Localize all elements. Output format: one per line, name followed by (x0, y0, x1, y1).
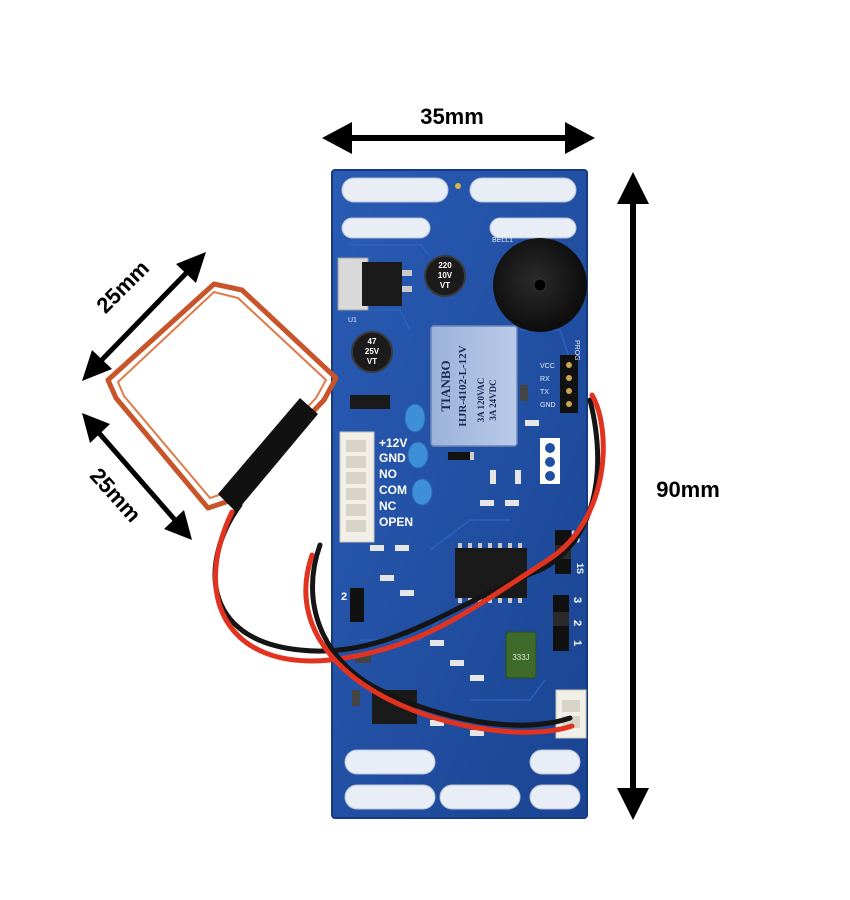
height-dimension: 90mm (617, 172, 720, 820)
jumper-mode: 3 2 1 (553, 595, 583, 651)
height-label: 90mm (656, 477, 720, 502)
svg-text:1S: 1S (575, 563, 585, 574)
terminal-label: NC (379, 499, 397, 513)
svg-text:TIANBO: TIANBO (438, 360, 453, 411)
coil-side-label: 25mm (85, 463, 146, 527)
terminal-connector (339, 431, 375, 543)
capacitor-47uf: 47 25V VT (351, 331, 393, 373)
voltage-regulator: U1 (337, 257, 412, 324)
width-label: 35mm (420, 104, 484, 129)
svg-text:25V: 25V (365, 347, 380, 356)
terminal-label: NO (379, 467, 397, 481)
jumper-left: 2 (341, 588, 364, 622)
blue-capacitors (404, 403, 433, 506)
svg-text:10V: 10V (438, 271, 453, 280)
terminal-label: OPEN (379, 515, 413, 529)
mounting-slots (341, 177, 581, 810)
coil-antenna (105, 281, 339, 512)
led-block (540, 438, 560, 484)
svg-text:2: 2 (571, 620, 583, 626)
svg-text:VT: VT (440, 281, 450, 290)
buzzer: BELL1 (492, 237, 587, 332)
coil-top-label: 25mm (91, 255, 154, 318)
prog-header: VCC RX TX GND PROG (540, 340, 580, 413)
svg-text:1: 1 (571, 640, 583, 646)
capacitor-220uf: 220 10V VT (424, 255, 466, 297)
svg-text:HJR-4102-L-12V: HJR-4102-L-12V (457, 345, 469, 426)
terminal-labels: +12V GND NO COM NC OPEN (379, 436, 413, 529)
terminal-label: GND (379, 451, 406, 465)
svg-text:VT: VT (367, 357, 377, 366)
svg-text:2: 2 (341, 591, 347, 603)
svg-text:220: 220 (438, 261, 452, 270)
svg-text:TX: TX (540, 389, 549, 396)
svg-text:GND: GND (540, 402, 556, 409)
svg-text:PROG: PROG (573, 340, 580, 361)
svg-text:333J: 333J (512, 653, 529, 662)
diode (448, 452, 474, 460)
terminal-label: +12V (379, 436, 407, 450)
svg-text:VCC: VCC (540, 363, 555, 370)
relay: TIANBO HJR-4102-L-12V 3A 120VAC 3A 24VDC (430, 325, 518, 447)
svg-text:3: 3 (571, 597, 583, 603)
smd-components (350, 385, 539, 736)
antenna-wires (212, 392, 606, 735)
svg-text:RX: RX (540, 376, 550, 383)
svg-text:U1: U1 (348, 317, 357, 324)
green-capacitor: 333J (505, 631, 537, 679)
terminal-label: COM (379, 483, 407, 497)
width-dimension: 35mm (322, 104, 595, 154)
svg-text:3A 120VAC: 3A 120VAC (476, 378, 486, 423)
coil-side-dimension: 25mm (82, 413, 192, 540)
svg-text:3A 24VDC: 3A 24VDC (488, 379, 498, 420)
svg-text:BELL1: BELL1 (492, 237, 513, 244)
svg-text:47: 47 (368, 337, 377, 346)
